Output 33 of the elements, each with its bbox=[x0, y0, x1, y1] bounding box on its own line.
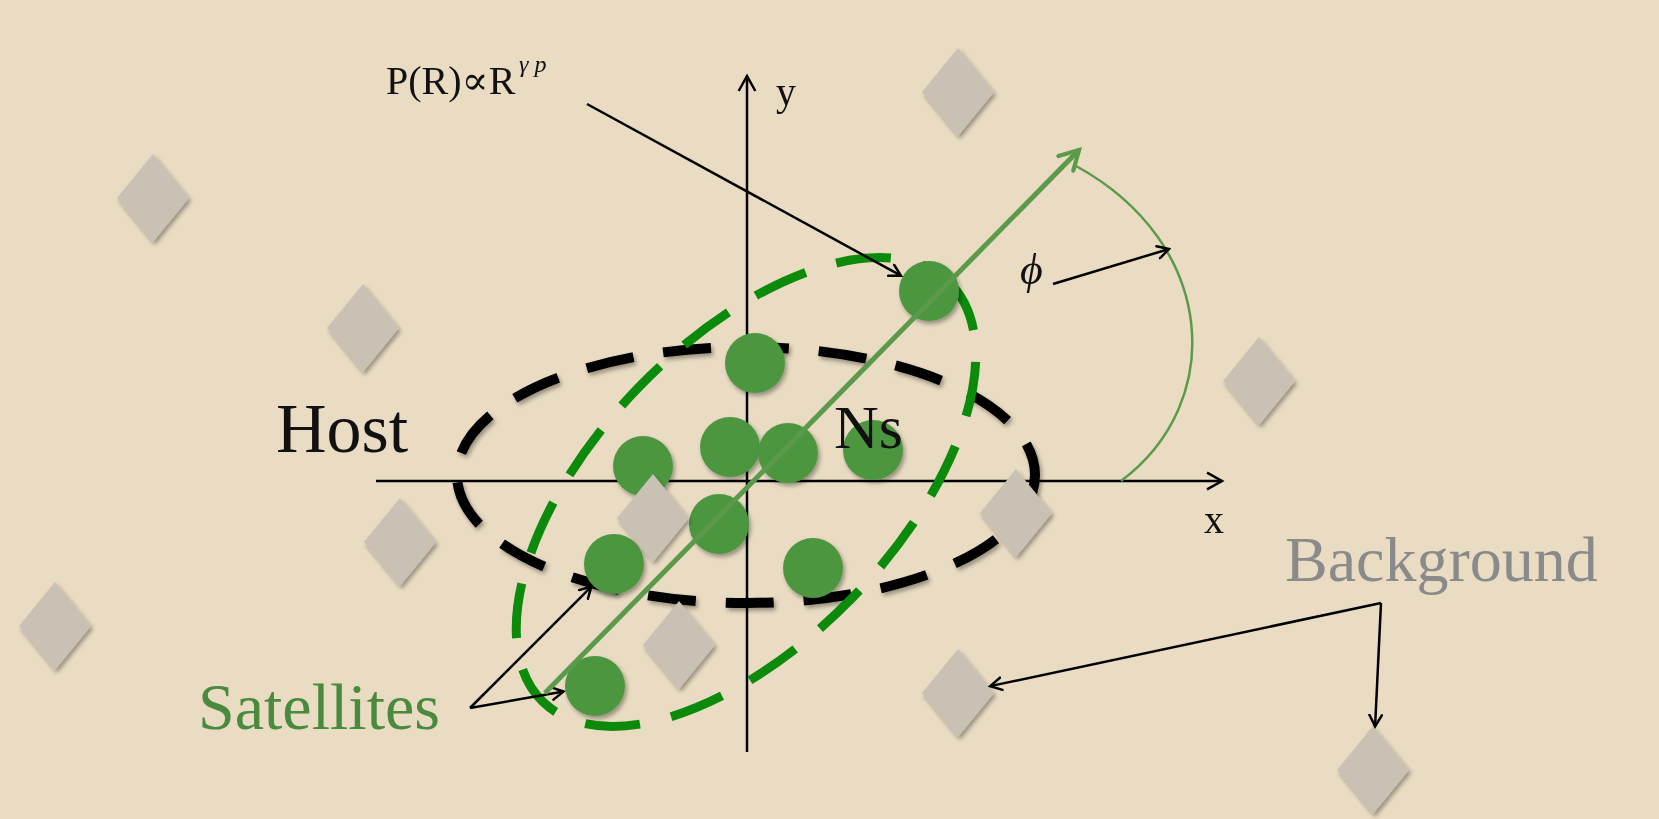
background-diamond bbox=[922, 649, 994, 737]
satellite-dot bbox=[700, 417, 760, 477]
axis-label: x bbox=[1204, 500, 1224, 540]
background-diamond bbox=[922, 48, 994, 136]
leader-arrow bbox=[469, 686, 565, 710]
host-label: Host bbox=[276, 394, 409, 464]
satellite-dot bbox=[758, 423, 818, 483]
background-diamond bbox=[643, 601, 715, 689]
leader-arrow bbox=[586, 102, 903, 277]
background-diamond bbox=[364, 498, 436, 586]
satellite-dot bbox=[783, 538, 843, 598]
leader-arrow bbox=[469, 585, 593, 709]
background-diamond bbox=[980, 469, 1052, 557]
background-diamond bbox=[617, 474, 689, 562]
satellite-dot bbox=[725, 333, 785, 393]
satellite-dot bbox=[584, 534, 644, 594]
satellite-dot bbox=[689, 494, 749, 554]
formula-label: P(R)∝R$^{γ p}$ bbox=[386, 52, 547, 101]
background-diamond bbox=[1223, 337, 1295, 425]
angle-arc bbox=[1075, 164, 1194, 482]
satellite-dot bbox=[899, 261, 959, 321]
leader-arrow bbox=[1052, 245, 1171, 286]
background-diamond bbox=[19, 582, 91, 670]
leader-arrow bbox=[1368, 602, 1384, 728]
axis-label: y bbox=[776, 72, 796, 112]
leader-arrow bbox=[988, 601, 1382, 692]
background-diamond bbox=[117, 154, 189, 242]
leader-arrow bbox=[543, 147, 1082, 695]
background-diamond bbox=[327, 284, 399, 372]
satellites-label: Satellites bbox=[198, 674, 440, 740]
satellite-dot bbox=[565, 656, 625, 716]
background-diamond bbox=[1337, 726, 1409, 814]
angle-label: ϕ bbox=[1020, 248, 1043, 292]
